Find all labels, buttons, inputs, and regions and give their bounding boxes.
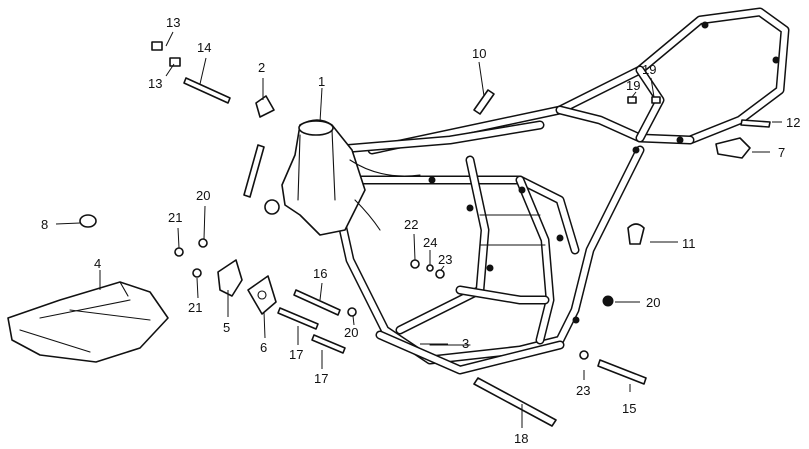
callout-6: 6 (260, 340, 267, 355)
callout-20-center: 20 (344, 325, 358, 340)
bolt-17-lower (311, 334, 346, 354)
nut-20-right (602, 295, 614, 307)
callout-23-right: 23 (576, 383, 590, 398)
callout-21-lower: 21 (188, 300, 202, 315)
nut-23-right (579, 350, 589, 360)
nut-20-left (198, 238, 208, 248)
callout-19-left: 19 (626, 78, 640, 93)
callout-20-left: 20 (196, 188, 210, 203)
nut-23-center (435, 269, 445, 279)
washer-24 (426, 264, 434, 272)
strip-10 (473, 89, 495, 115)
callout-17-upper: 17 (289, 347, 303, 362)
nut-21-upper (174, 247, 184, 257)
callout-14: 14 (197, 40, 211, 55)
pin-12 (740, 119, 771, 128)
bolt-14 (183, 77, 231, 104)
nut-20-center (347, 307, 357, 317)
callout-11: 11 (682, 236, 696, 251)
nut-21-lower (192, 268, 202, 278)
callout-24: 24 (423, 235, 437, 250)
fitting-13-upper (151, 41, 163, 51)
callout-19-right: 19 (642, 62, 656, 77)
stud-19-right (651, 96, 661, 104)
clip-11 (627, 223, 645, 245)
strip-near-head (243, 144, 265, 198)
bolt-16 (293, 289, 341, 316)
plate-6 (247, 275, 277, 315)
callout-20-right: 20 (646, 295, 660, 310)
callout-1: 1 (318, 74, 325, 89)
bolt-18 (473, 377, 557, 427)
callout-10: 10 (472, 46, 486, 61)
bracket-5 (217, 259, 243, 297)
bolt-17-upper (277, 307, 319, 330)
callout-16: 16 (313, 266, 327, 281)
callout-15: 15 (622, 401, 636, 416)
callout-8: 8 (41, 217, 48, 232)
callout-3: 3 (462, 336, 469, 351)
callout-21-upper: 21 (168, 210, 182, 225)
stud-19-left (627, 96, 637, 104)
callout-13-lower: 13 (148, 76, 162, 91)
skid-plate-4 (7, 281, 169, 363)
callout-17-lower: 17 (314, 371, 328, 386)
main-frame (264, 7, 790, 375)
callout-numbers: 1 2 3 4 5 6 7 8 10 11 12 13 13 14 15 16 … (41, 15, 800, 446)
callout-5: 5 (223, 320, 230, 335)
leader-lines (55, 31, 782, 428)
bracket-2 (255, 95, 275, 118)
cap-8 (79, 214, 97, 228)
callout-2: 2 (258, 60, 265, 75)
callout-7: 7 (778, 145, 785, 160)
callout-18: 18 (514, 431, 528, 446)
nut-22 (410, 259, 420, 269)
callout-23-center: 23 (438, 252, 452, 267)
fitting-13-lower (169, 57, 181, 67)
callout-12: 12 (786, 115, 800, 130)
clamp-7 (715, 137, 751, 159)
callout-4: 4 (94, 256, 101, 271)
callout-22: 22 (404, 217, 418, 232)
bolt-15 (597, 359, 647, 385)
callout-13-upper: 13 (166, 15, 180, 30)
